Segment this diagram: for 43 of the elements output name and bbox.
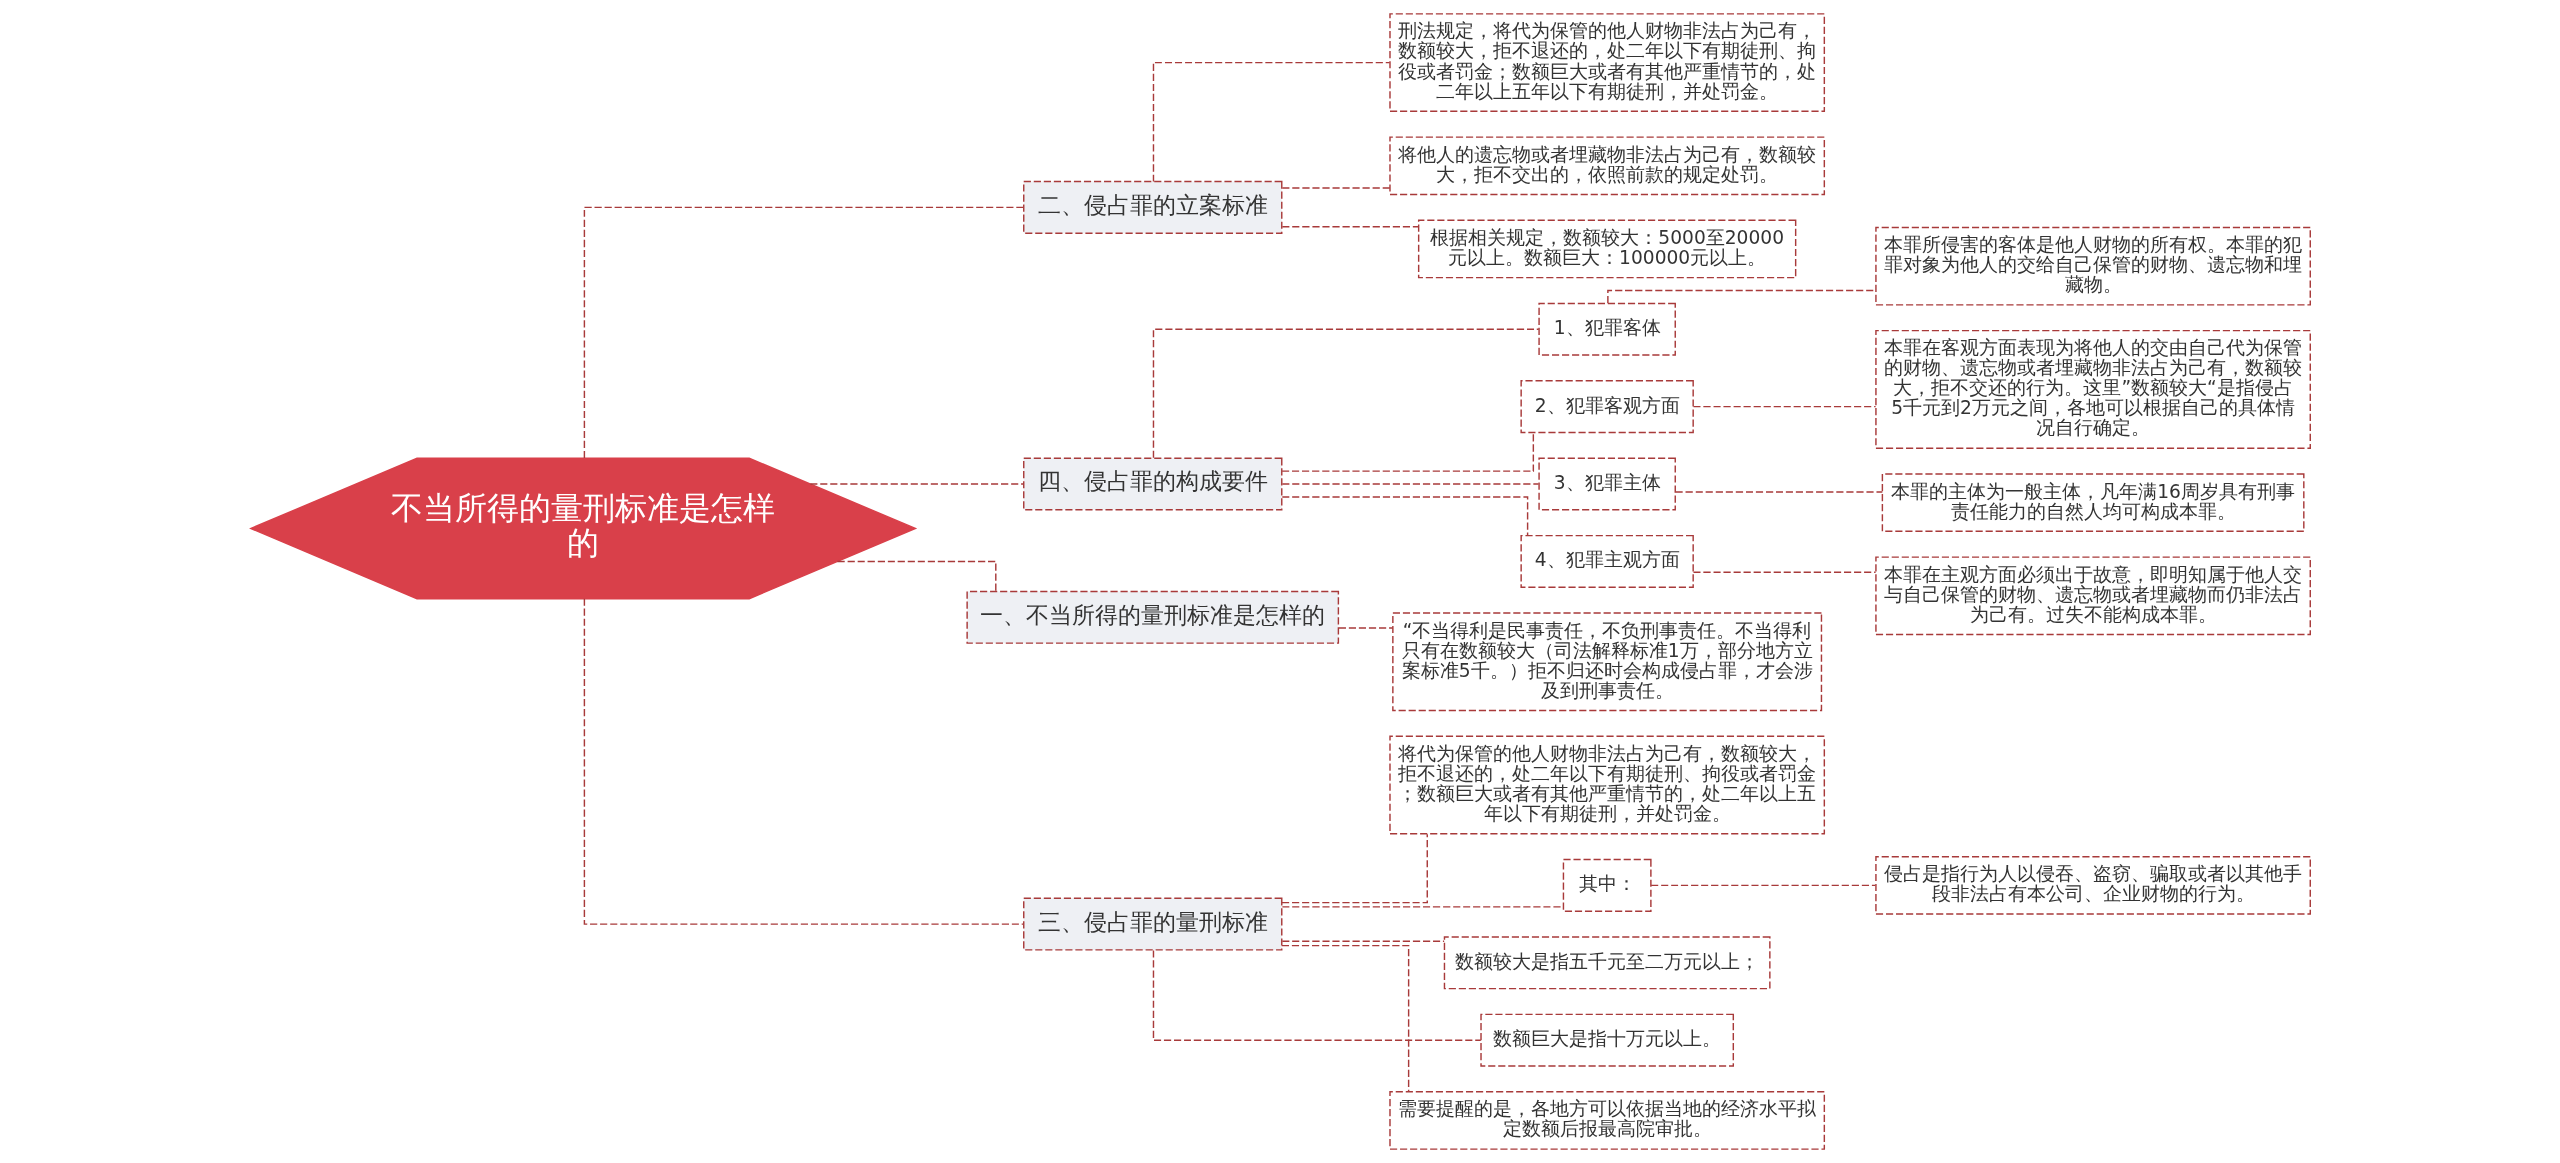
connector — [1281, 187, 1390, 189]
connector — [1281, 940, 1445, 942]
node-box: 三、侵占罪的量刑标准 — [1022, 897, 1282, 951]
node-box: 本罪的主体为一般主体，凡年满16周岁具有刑事责任能力的自然人均可构成本罪。 — [1881, 473, 2305, 533]
node-box: 根据相关规定，数额较大：5000至20000元以上。数额巨大：100000元以上。 — [1417, 219, 1796, 279]
node-box: 其中： — [1562, 858, 1652, 912]
node-box: 1、犯罪客体 — [1537, 302, 1676, 356]
connector — [1281, 226, 1419, 228]
node-box: 本罪在客观方面表现为将他人的交由自己代为保管的财物、遗忘物或者埋藏物非法占为己有，数额较大，拒不交还的行为。这里”数额较大“是指侵占5千元到2万元之间，各地可以根据自己的具体情况自行确定。 — [1874, 329, 2311, 449]
node-box: 将他人的遗忘物或者埋藏物非法占为己有，数额较大，拒不交出的，依照前款的规定处罚。 — [1388, 136, 1825, 196]
connector — [583, 206, 1024, 459]
connector — [1649, 884, 1876, 887]
connector — [1152, 61, 1390, 183]
node-box: 刑法规定，将代为保管的他人财物非法占为己有，数额较大，拒不退还的，处二年以下有期徒刑、拘役或者罚金；数额巨大或者有其他严重情节的，处二年以上五年以下有期徒刑，并处罚金。 — [1388, 13, 1825, 113]
node-box: 四、侵占罪的构成要件 — [1022, 457, 1282, 511]
connector — [1280, 944, 1409, 1093]
node-box: 数额较大是指五千元至二万元以上； — [1443, 936, 1771, 990]
node-box: 侵占是指行为人以侵吞、盗窃、骗取或者以其他手段非法占有本公司、企业财物的行为。 — [1874, 856, 2311, 915]
connector — [1280, 431, 1534, 472]
node-box: 4、犯罪主观方面 — [1519, 534, 1694, 588]
node-box: 2、犯罪客观方面 — [1519, 380, 1694, 434]
node-box: 本罪所侵害的客体是他人财物的所有权。本罪的犯罪对象为他人的交给自己保管的财物、遗忘物和埋藏物。 — [1874, 226, 2311, 306]
node-box: 数额巨大是指十万元以上。 — [1479, 1013, 1734, 1067]
connector — [1281, 906, 1564, 908]
connector — [1606, 289, 1876, 304]
connector — [1281, 496, 1528, 537]
connector — [1152, 328, 1539, 459]
node-box: 二、侵占罪的立案标准 — [1022, 180, 1282, 234]
connector — [809, 483, 1024, 485]
connector — [1674, 491, 1883, 493]
node-box: 需要提醒的是，各地方可以依据当地的经济水平拟定数额后报最高院审批。 — [1388, 1091, 1825, 1150]
node-box: 将代为保管的他人财物非法占为己有，数额较大，拒不退还的，处二年以下有期徒刑、拘役或者罚金；数额巨大或者有其他严重情节的，处二年以上五年以下有期徒刑，并处罚金。 — [1388, 735, 1825, 835]
connector — [1692, 571, 1876, 573]
connector — [1280, 833, 1428, 904]
connector — [1281, 483, 1539, 485]
node-box: 一、不当所得的量刑标准是怎样的 — [965, 590, 1339, 644]
connector — [1692, 405, 1876, 408]
node-box: 3、犯罪主体 — [1537, 457, 1676, 511]
node-box: 本罪在主观方面必须出于故意，即明知属于他人交与自己保管的财物、遗忘物或者埋藏物而仍非法占为己有。过失不能构成本罪。 — [1874, 556, 2311, 636]
connector — [583, 598, 1024, 925]
node-box: “不当得利是民事责任，不负刑事责任。不当得利只有在数额较大（司法解释标准1万，部分地方立案标准5千。）拒不归还时会构成侵占罪，才会涉及到刑事责任。 — [1391, 612, 1822, 712]
connector — [1152, 949, 1481, 1041]
connector — [1337, 627, 1393, 629]
